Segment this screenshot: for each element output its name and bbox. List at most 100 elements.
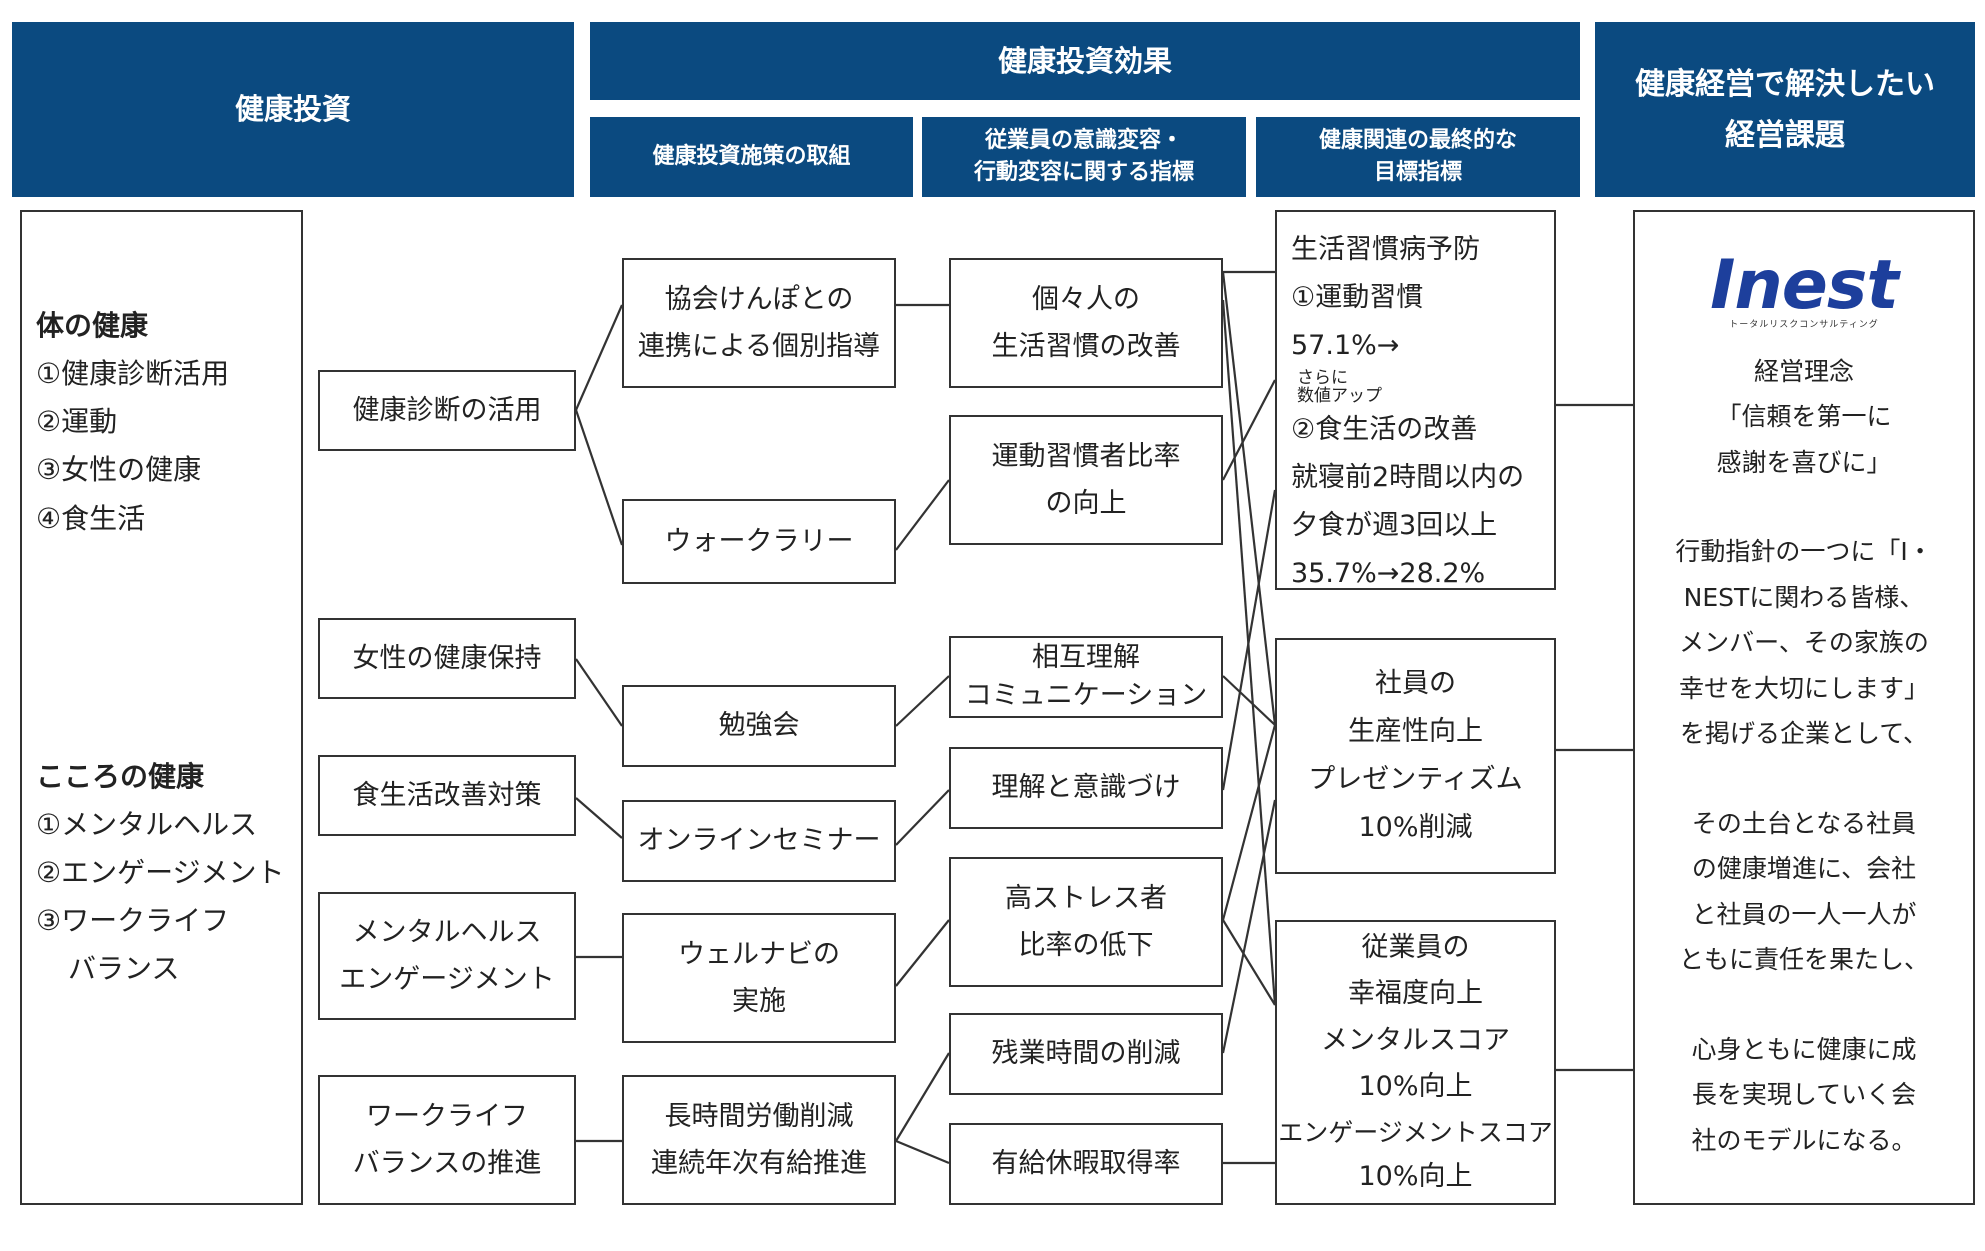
link-study-mutual <box>895 675 950 727</box>
invest-wlb: ワークライフ バランスの推進 <box>318 1075 576 1205</box>
goal-happiness-line2: 幸福度向上 <box>1348 978 1483 1010</box>
ind-exercise-line2: の向上 <box>1045 488 1127 519</box>
ind-stress-line2: 比率の低下 <box>1018 930 1154 961</box>
management-guideline: 行動指針の一つに「I・ NESTに関わる皆様、 メンバー、その家族の 幸せを大切… <box>1675 529 1932 757</box>
init-overtime-line2: 連続年次有給推進 <box>651 1148 867 1179</box>
goal-lifestyle: 生活習慣病予防 ①運動習慣 57.1%→さらに数値アップ ②食生活の改善 就寝前… <box>1275 210 1556 590</box>
link-overtime-leave <box>895 1139 950 1165</box>
invest-checkup: 健康診断の活用 <box>318 370 576 451</box>
ind-exercise-line1: 運動習慣者比率 <box>991 440 1181 472</box>
header-indicators: 従業員の意識変容・ 行動変容に関する指標 <box>922 117 1246 197</box>
management-vision: 心身ともに健康に成 長を実現していく会 社のモデルになる。 <box>1691 1027 1916 1164</box>
header-health-investment-label: 健康投資 <box>234 92 351 127</box>
link-stress-productivity <box>1221 724 1277 921</box>
header-management-line2: 経営課題 <box>1725 117 1845 153</box>
philosophy-line2: 「信頼を第一に <box>1716 402 1892 432</box>
ind-stress-line1: 高ストレス者 <box>1005 882 1167 914</box>
header-investment-effect-label: 健康投資効果 <box>997 43 1172 78</box>
body-health-title: 体の健康 <box>36 309 149 342</box>
invest-women: 女性の健康保持 <box>318 618 576 699</box>
mind-item-3-cont: バランス <box>68 952 180 986</box>
mind-item-2: ②エンゲージメント <box>36 856 285 890</box>
goal-happiness: 従業員の 幸福度向上 メンタルスコア 10%向上 エンゲージメントスコア 10%… <box>1275 920 1556 1205</box>
header-management-issue: 健康経営で解決したい 経営課題 <box>1595 22 1975 197</box>
ind-overtime-reduction: 残業時間の削減 <box>949 1013 1223 1095</box>
header-management-line1: 健康経営で解決したい <box>1635 66 1935 102</box>
vision-line3: 社のモデルになる。 <box>1691 1125 1917 1155</box>
goal-lifestyle-item2-desc2: 夕食が週3回以上 <box>1291 509 1498 541</box>
goal-lifestyle-item2-desc1: 就寝前2時間以内の <box>1291 461 1525 493</box>
link-walk-exercise <box>895 479 950 551</box>
foundation-line1: その土台となる社員 <box>1691 808 1917 838</box>
goal-happiness-line3: メンタルスコア <box>1321 1024 1510 1056</box>
goal-happiness-line1: 従業員の <box>1361 931 1470 963</box>
init-study-label: 勉強会 <box>718 710 800 742</box>
header-initiatives-label: 健康投資施策の取組 <box>652 144 851 170</box>
ind-exercise: 運動習慣者比率 の向上 <box>949 415 1223 545</box>
invest-mental-line2: エンゲージメント <box>339 964 555 995</box>
goal-happiness-line6: 10%向上 <box>1358 1160 1473 1192</box>
philosophy-line1: 経営理念 <box>1753 356 1854 386</box>
init-walk-label: ウォークラリー <box>664 525 854 557</box>
company-logo: Inest トータルリスクコンサルティング <box>1710 246 1899 331</box>
foundation-line2: の健康増進に、会社 <box>1691 854 1917 884</box>
header-health-investment: 健康投資 <box>12 22 574 197</box>
init-kenpo-line1: 協会けんぽとの <box>664 283 854 315</box>
body-item-1: ①健康診断活用 <box>36 357 230 391</box>
ind-paid-leave-label: 有給休暇取得率 <box>991 1148 1181 1180</box>
mind-item-1: ①メンタルヘルス <box>36 807 258 841</box>
goal-lifestyle-item2-value: 35.7%→28.2% <box>1291 557 1486 589</box>
link-diet-online <box>575 797 623 839</box>
goal-happiness-line4: 10%向上 <box>1358 1071 1473 1103</box>
link-stress-happiness <box>1222 919 1276 1006</box>
goal-lifestyle-title: 生活習慣病予防 <box>1291 234 1480 265</box>
link-awareness-lifestyle <box>1221 489 1277 791</box>
ind-awareness: 理解と意識づけ <box>949 747 1223 829</box>
logo-subtitle: トータルリスクコンサルティング <box>1729 320 1879 330</box>
goal-productivity: 社員の 生産性向上 プレゼンティズム 10%削減 <box>1275 638 1556 874</box>
link-online-awareness <box>895 789 950 846</box>
init-online-label: オンラインセミナー <box>637 825 881 857</box>
header-indicators-line1: 従業員の意識変容・ <box>984 128 1183 154</box>
header-final-goal: 健康関連の最終的な 目標指標 <box>1256 117 1580 197</box>
guideline-line5: を掲げる企業として、 <box>1679 719 1928 749</box>
goal-productivity-line4: 10%削減 <box>1358 812 1473 844</box>
guideline-line3: メンバー、その家族の <box>1679 628 1929 658</box>
goal-lifestyle-item2: ②食生活の改善 <box>1291 413 1478 445</box>
link-exercise-lifestyle <box>1222 379 1276 481</box>
goal-lifestyle-item1-row: 57.1%→さらに数値アップ <box>1291 322 1399 406</box>
ind-habits-line2: 生活習慣の改善 <box>991 331 1181 362</box>
goal-note-line2: 数値アップ <box>1297 385 1382 406</box>
link-habits-happiness <box>1221 299 1277 1006</box>
invest-diet-label: 食生活改善対策 <box>352 779 542 811</box>
invest-mental-line1: メンタルヘルス <box>352 916 542 948</box>
ind-overtime-label: 残業時間の削減 <box>991 1038 1181 1070</box>
goal-productivity-line3: プレゼンティズム <box>1308 764 1523 795</box>
ind-awareness-label: 理解と意識づけ <box>991 772 1181 804</box>
management-box: Inest トータルリスクコンサルティング 経営理念 「信頼を第一に 感謝を喜び… <box>1633 210 1975 1205</box>
vision-line1: 心身ともに健康に成 <box>1691 1034 1917 1064</box>
mind-health-title: こころの健康 <box>36 759 205 793</box>
goal-lifestyle-item1: ①運動習慣 <box>1291 282 1424 314</box>
header-investment-effect: 健康投資効果 <box>590 22 1580 100</box>
invest-women-label: 女性の健康保持 <box>352 642 542 674</box>
ind-mutual-line2: コミュニケーション <box>964 680 1208 711</box>
init-wellnavi-line1: ウェルナビの <box>678 938 840 970</box>
goal-productivity-line2: 生産性向上 <box>1348 715 1483 747</box>
invest-diet: 食生活改善対策 <box>318 755 576 836</box>
foundation-line4: ともに責任を果たし、 <box>1678 945 1929 975</box>
management-foundation: その土台となる社員 の健康増進に、会社 と社員の一人一人が ともに責任を果たし、 <box>1679 801 1929 983</box>
link-wellnavi-stress <box>895 919 950 987</box>
init-study: 勉強会 <box>622 685 896 767</box>
ind-mutual-line1: 相互理解 <box>1032 642 1140 674</box>
invest-mental: メンタルヘルス エンゲージメント <box>318 892 576 1020</box>
link-checkup-kenpo <box>574 304 624 411</box>
guideline-line1: 行動指針の一つに「I・ <box>1675 537 1933 567</box>
init-wellnavi-line2: 実施 <box>732 986 786 1017</box>
logo-wordmark: Inest <box>1710 246 1899 325</box>
foundation-line3: と社員の一人一人が <box>1691 899 1917 929</box>
management-philosophy: 経営理念 「信頼を第一に 感謝を喜びに」 <box>1716 349 1891 486</box>
philosophy-line3: 感謝を喜びに」 <box>1716 447 1892 477</box>
init-kenpo-line2: 連携による個別指導 <box>637 331 881 362</box>
